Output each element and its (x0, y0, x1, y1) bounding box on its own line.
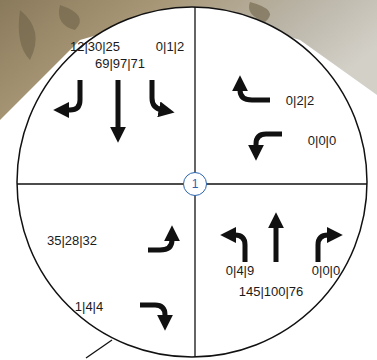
intersection-number: 1 (192, 178, 199, 190)
right-turn-arrow (318, 235, 330, 262)
left-turn-arrow (256, 134, 282, 148)
turn-count: 35|28|32 (47, 234, 97, 247)
turn-count: 0|0|0 (312, 264, 340, 277)
turn-count: 69|97|71 (95, 57, 145, 70)
turn-count: 0|4|9 (226, 264, 254, 277)
right-turn-arrow (152, 80, 162, 110)
left-turn-arrow (148, 238, 172, 250)
turn-count: 1|4|4 (75, 300, 103, 313)
right-turn-arrow (240, 88, 270, 100)
through-arrow (274, 225, 279, 262)
through-arrow (116, 80, 121, 130)
turn-count: 0|0|0 (308, 134, 336, 147)
turn-count: 0|1|2 (156, 40, 184, 53)
leader-line (86, 340, 112, 358)
turn-count: 0|2|2 (286, 94, 314, 107)
right-turn-arrow (140, 305, 165, 318)
movement-arrows (66, 80, 330, 318)
left-turn-arrow (66, 80, 80, 110)
turn-count: 145|100|76 (239, 285, 304, 298)
left-turn-arrow (233, 235, 245, 262)
intersection-id-circle: 1 (183, 172, 207, 196)
turn-count: 12|30|25 (70, 40, 120, 53)
intersection-circle (17, 7, 367, 357)
